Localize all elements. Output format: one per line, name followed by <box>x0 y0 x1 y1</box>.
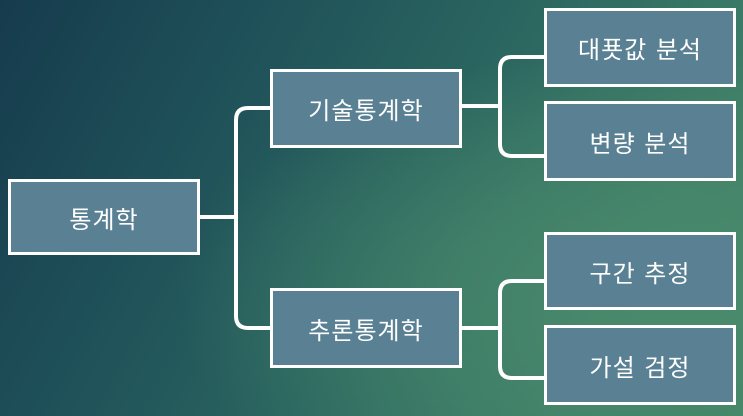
connector-root-branches <box>198 106 272 330</box>
node-representative-value-analysis: 대푯값 분석 <box>544 8 736 87</box>
node-statistics: 통계학 <box>8 179 200 255</box>
node-inferential-statistics: 추론통계학 <box>270 288 462 368</box>
connector-descriptive-children <box>460 55 546 158</box>
node-hypothesis-testing-label: 가설 검정 <box>589 353 691 382</box>
node-interval-estimation: 구간 추정 <box>544 232 736 310</box>
node-representative-value-analysis-label: 대푯값 분석 <box>577 36 703 64</box>
node-interval-estimation-label: 구간 추정 <box>589 259 691 288</box>
node-descriptive-statistics-label: 기술통계학 <box>308 97 424 125</box>
node-variance-analysis-label: 변량 분석 <box>589 129 691 158</box>
node-inferential-statistics-label: 추론통계학 <box>308 316 424 345</box>
node-descriptive-statistics: 기술통계학 <box>270 69 462 148</box>
node-statistics-label: 통계학 <box>69 205 139 234</box>
connector-inferential-children <box>460 279 546 380</box>
node-hypothesis-testing: 가설 검정 <box>544 325 736 405</box>
node-variance-analysis: 변량 분석 <box>544 101 736 181</box>
